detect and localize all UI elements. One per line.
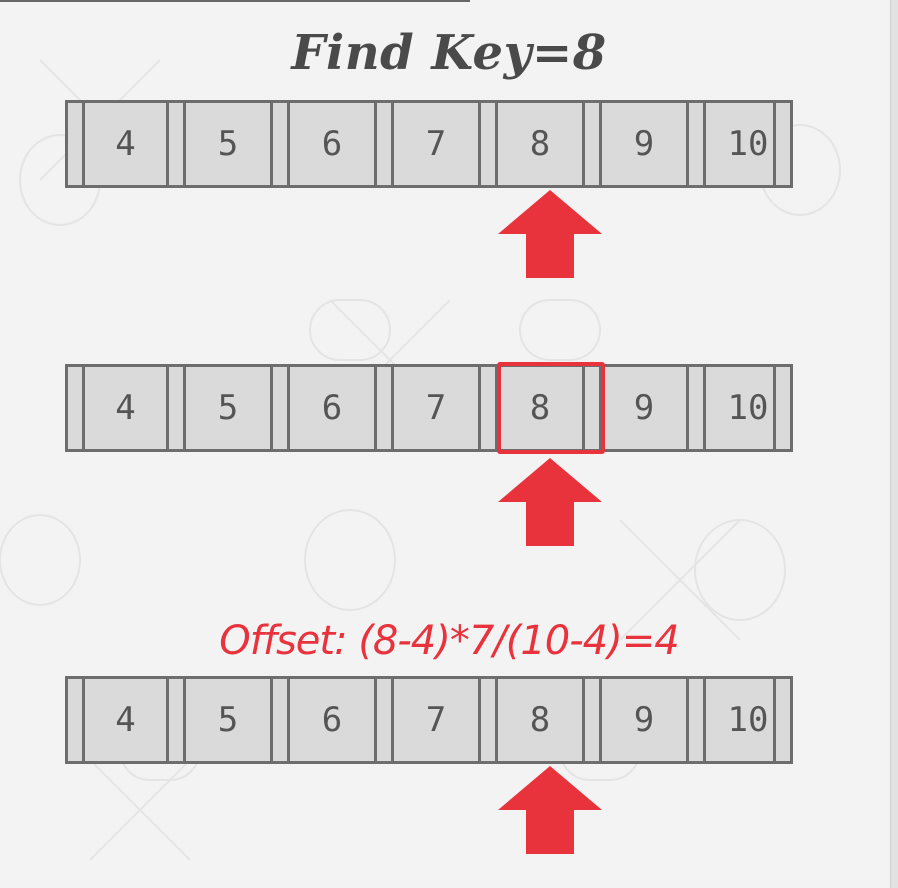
- cell-value: 8: [529, 124, 551, 164]
- array-cell: 4: [65, 100, 169, 188]
- top-rule: [0, 0, 470, 2]
- array-cell: 6: [273, 364, 377, 452]
- array-cell: 10: [689, 676, 793, 764]
- offset-formula: Offset: (8-4)*7/(10-4)=4: [219, 618, 679, 664]
- cell-value: 7: [425, 124, 447, 164]
- cell-value: 6: [321, 700, 343, 740]
- cell-value: 9: [633, 388, 655, 428]
- sorted-array-1: 4 5 6 7 8 9 10: [65, 100, 825, 188]
- cell-value: 5: [217, 388, 239, 428]
- cell-value: 7: [425, 388, 447, 428]
- diagram-title: Find Key=8: [291, 25, 607, 81]
- array-cell: 6: [273, 100, 377, 188]
- database-icon: [519, 299, 601, 361]
- up-arrow-icon: [498, 766, 602, 854]
- cell-value: 5: [217, 700, 239, 740]
- cell-value: 8: [529, 700, 551, 740]
- array-cell: 7: [377, 364, 481, 452]
- array-cell: 7: [377, 100, 481, 188]
- cell-value: 7: [425, 700, 447, 740]
- cell-value: 10: [727, 388, 769, 428]
- cell-value: 4: [115, 700, 136, 740]
- sorted-array-2: 4 5 6 7 8 9 10: [65, 364, 825, 452]
- array-cell: 10: [689, 364, 793, 452]
- array-cell: 6: [273, 676, 377, 764]
- cell-value: 4: [115, 388, 136, 428]
- up-arrow-icon: [498, 458, 602, 546]
- array-cell: 9: [585, 100, 689, 188]
- cell-value: 8: [529, 388, 551, 428]
- cell-value: 10: [727, 124, 769, 164]
- cell-value: 9: [633, 124, 655, 164]
- cell-value: 10: [727, 700, 769, 740]
- array-cell: 4: [65, 364, 169, 452]
- up-arrow-icon: [498, 190, 602, 278]
- array-cell: 9: [585, 676, 689, 764]
- cell-value: 9: [633, 700, 655, 740]
- sorted-array-3: 4 5 6 7 8 9 10: [65, 676, 825, 764]
- array-cell: 5: [169, 100, 273, 188]
- pointer-arrow: [498, 458, 602, 546]
- skull-icon: [304, 509, 396, 611]
- array-cell: 5: [169, 676, 273, 764]
- cell-value: 6: [321, 124, 343, 164]
- pointer-arrow: [498, 766, 602, 854]
- pointer-arrow: [498, 190, 602, 278]
- array-cell: 8: [481, 100, 585, 188]
- right-scrollbar[interactable]: [890, 0, 898, 888]
- cell-value: 4: [115, 124, 136, 164]
- highlight-box: [497, 362, 605, 454]
- cell-value: 5: [217, 124, 239, 164]
- skull-icon: [0, 514, 81, 606]
- array-cell: 4: [65, 676, 169, 764]
- array-cell: 8: [481, 676, 585, 764]
- skull-icon: [694, 519, 786, 621]
- array-cell: 5: [169, 364, 273, 452]
- database-icon: [309, 299, 391, 361]
- cell-value: 6: [321, 388, 343, 428]
- array-cell: 7: [377, 676, 481, 764]
- array-cell: 10: [689, 100, 793, 188]
